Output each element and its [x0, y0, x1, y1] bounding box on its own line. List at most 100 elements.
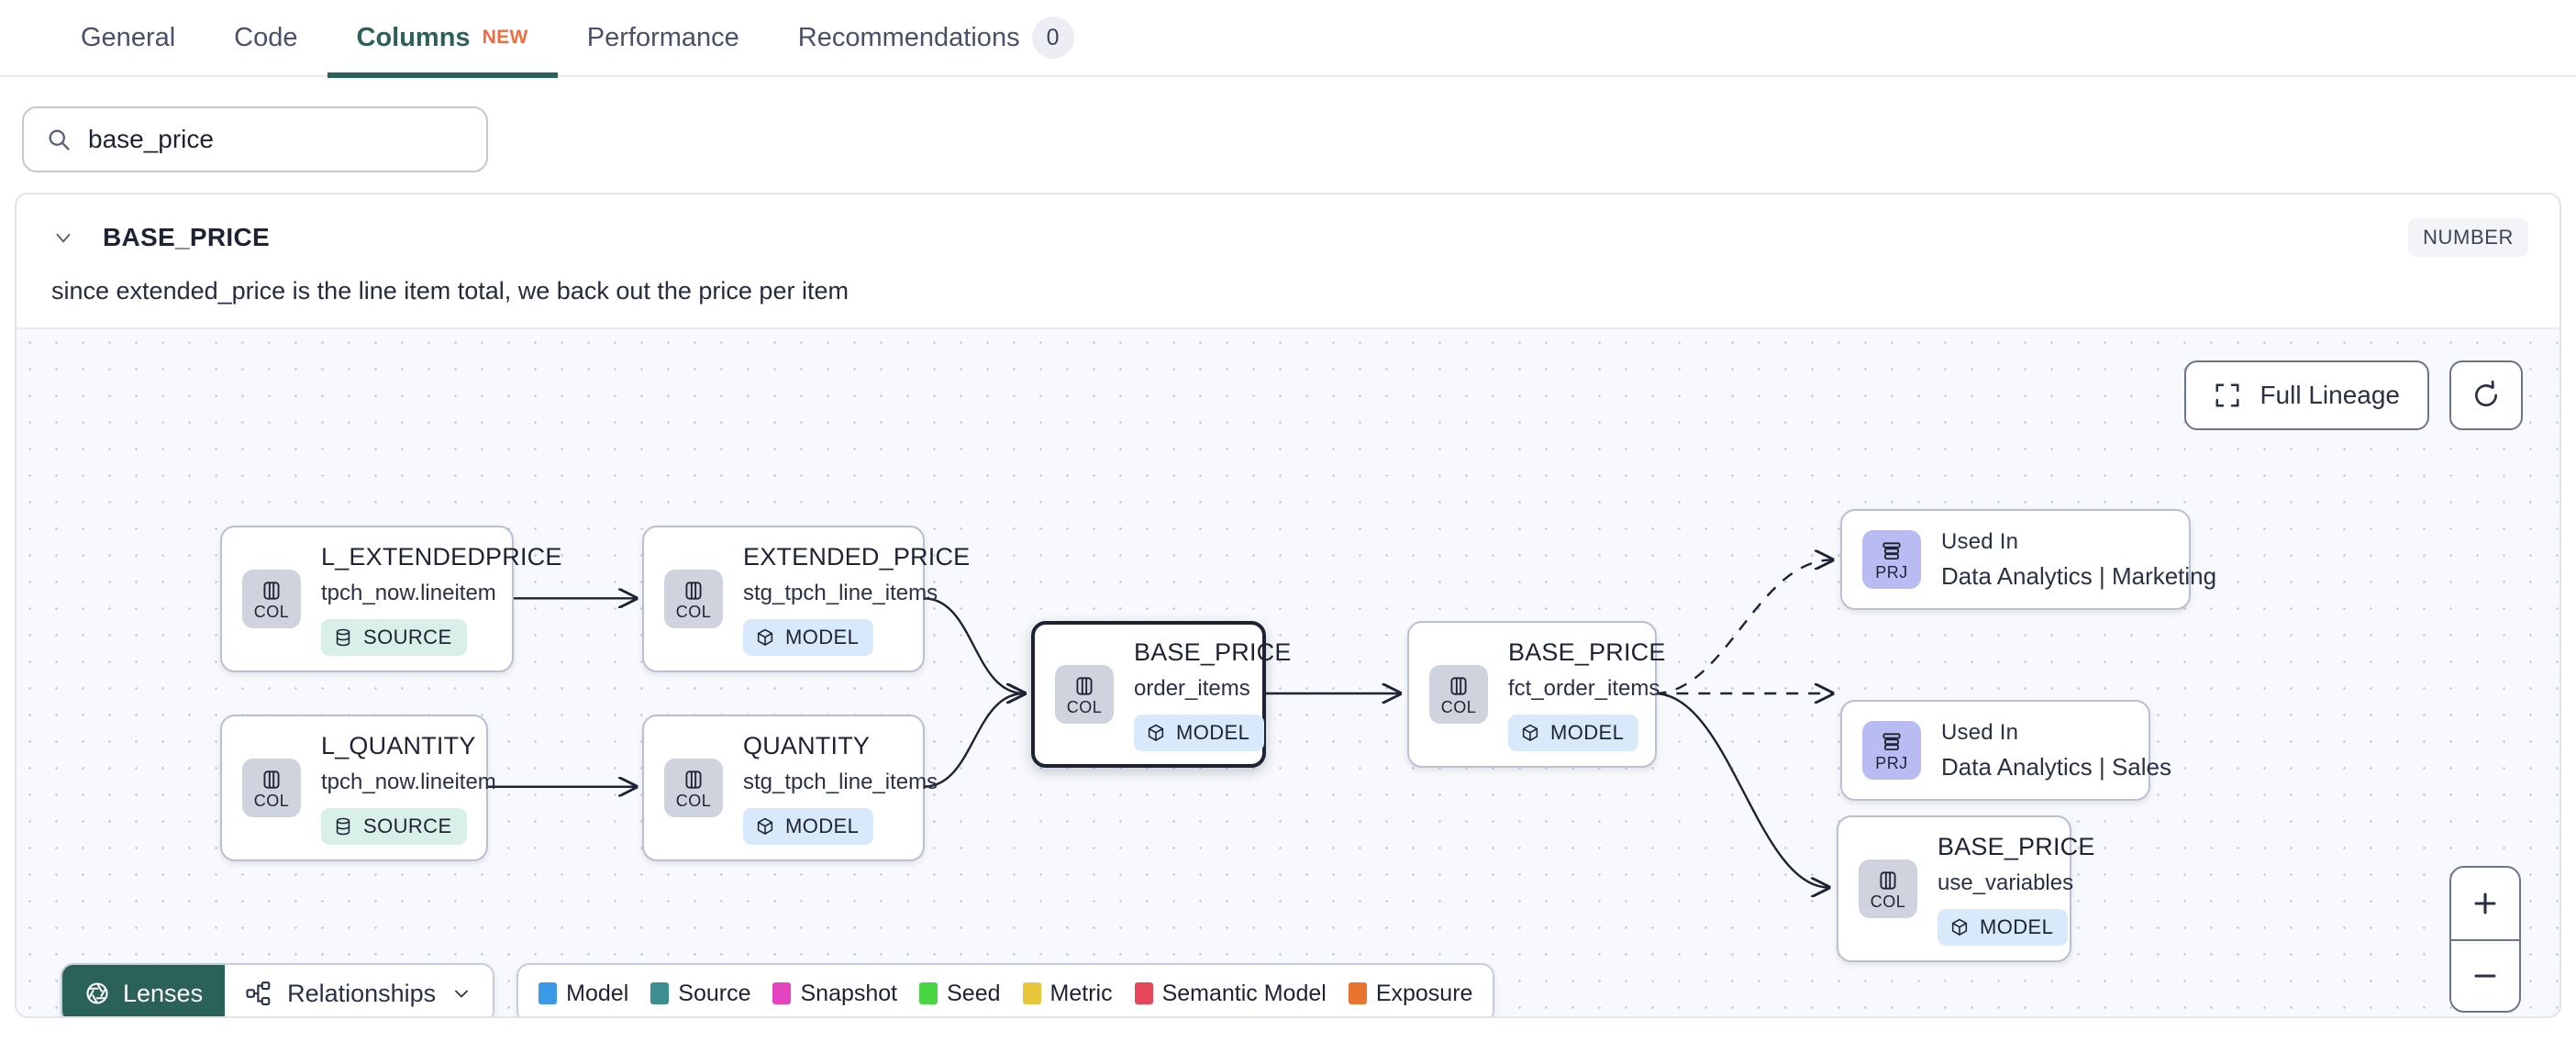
- relationships-dropdown[interactable]: Relationships: [225, 965, 494, 1016]
- legend-label: Snapshot: [800, 980, 898, 1006]
- column-panel: BASE_PRICE NUMBER since extended_price i…: [15, 193, 2561, 1018]
- lenses-label: Lenses: [123, 979, 204, 1007]
- legend-item-semantic-model[interactable]: Semantic Model: [1134, 981, 1327, 1007]
- node-chip-col: COL: [1429, 665, 1488, 724]
- node-type-tag: MODEL: [743, 807, 874, 845]
- legend-item-source[interactable]: Source: [650, 981, 750, 1007]
- canvas-top-controls: Full Lineage: [2184, 360, 2523, 430]
- cube-icon: [1148, 724, 1164, 741]
- lens-relationship-group: Lenses Relationships: [61, 963, 495, 1016]
- expand-icon: [2215, 383, 2239, 407]
- full-lineage-button[interactable]: Full Lineage: [2184, 360, 2429, 430]
- column-icon: [1450, 676, 1467, 695]
- column-icon: [263, 770, 280, 789]
- refresh-icon: [2475, 381, 2498, 406]
- tab-bar: General Code Columns NEW Performance Rec…: [0, 0, 2576, 78]
- node-type-tag: MODEL: [1134, 714, 1265, 751]
- legend-item-model[interactable]: Model: [539, 981, 628, 1007]
- node-type-tag: MODEL: [743, 618, 874, 656]
- node-subtitle: use_variables: [1938, 870, 2074, 895]
- node-type-tag-label: MODEL: [1980, 914, 2054, 938]
- node-subtitle: order_items: [1134, 675, 1250, 701]
- node-chip-label: COL: [253, 791, 290, 810]
- node-name: QUANTITY: [743, 731, 871, 759]
- legend-swatch: [650, 982, 670, 1004]
- node-type-tag-label: SOURCE: [363, 814, 452, 837]
- node-subtitle: tpch_now.lineitem: [321, 769, 496, 794]
- legend-swatch: [1022, 982, 1041, 1004]
- legend-label: Model: [566, 980, 629, 1006]
- chevron-down-icon[interactable]: [48, 226, 79, 249]
- column-icon: [263, 581, 280, 600]
- node-type-tag-label: MODEL: [785, 625, 860, 648]
- tab-recommendations[interactable]: Recommendations 0: [769, 0, 1104, 76]
- legend-swatch: [919, 982, 938, 1004]
- zoom-in-button[interactable]: [2451, 868, 2519, 939]
- column-icon: [685, 581, 702, 600]
- tab-label: Performance: [586, 22, 739, 52]
- node-chip-label: COL: [1440, 697, 1477, 716]
- database-icon: [336, 817, 350, 835]
- legend-item-metric[interactable]: Metric: [1022, 981, 1113, 1007]
- cube-icon: [757, 628, 773, 646]
- node-chip-label: COL: [1870, 892, 1906, 911]
- lenses-button[interactable]: Lenses: [62, 965, 226, 1016]
- tab-columns[interactable]: Columns NEW: [327, 0, 559, 78]
- legend-item-snapshot[interactable]: Snapshot: [772, 981, 897, 1007]
- tab-code[interactable]: Code: [205, 0, 327, 76]
- database-icon: [336, 628, 350, 646]
- node-chip-label: PRJ: [1875, 562, 1908, 582]
- search-input-value: base_price: [88, 125, 214, 153]
- node-chip-label: COL: [675, 791, 712, 810]
- legend-swatch: [1348, 982, 1367, 1004]
- node-type-tag-label: MODEL: [1176, 720, 1250, 744]
- node-type-tag: MODEL: [1938, 908, 2069, 946]
- search-input[interactable]: base_price: [22, 106, 488, 172]
- cube-icon: [757, 817, 773, 835]
- refresh-button[interactable]: [2449, 360, 2523, 430]
- node-chip-col: COL: [664, 759, 723, 817]
- column-icon: [1076, 676, 1093, 695]
- node-name: BASE_PRICE: [1938, 832, 2095, 860]
- node-type-tag-label: MODEL: [1550, 720, 1625, 744]
- node-chip-col: COL: [1055, 665, 1114, 724]
- legend-swatch: [539, 982, 558, 1004]
- legend-label: Exposure: [1375, 980, 1473, 1006]
- legend-item-seed[interactable]: Seed: [919, 981, 1001, 1007]
- node-type-tag: SOURCE: [321, 618, 467, 656]
- column-type-badge: NUMBER: [2408, 218, 2528, 257]
- zoom-out-button[interactable]: [2451, 939, 2519, 1011]
- cube-icon: [1522, 724, 1538, 741]
- edge-fct-prj-marketing: [1654, 560, 1832, 695]
- project-icon: [1882, 541, 1901, 560]
- column-description: since extended_price is the line item to…: [51, 277, 849, 305]
- legend-swatch: [1134, 982, 1153, 1004]
- plus-icon: [2474, 892, 2496, 914]
- node-subtitle: tpch_now.lineitem: [321, 580, 496, 605]
- node-chip-col: COL: [242, 570, 301, 628]
- canvas-bottom-toolbar: Lenses Relationships Model Source Snapshot…: [61, 963, 1495, 1016]
- node-name: BASE_PRICE: [1508, 637, 1666, 666]
- tab-performance[interactable]: Performance: [558, 0, 769, 76]
- node-chip-col: COL: [242, 759, 301, 817]
- legend-label: Source: [678, 980, 751, 1006]
- tab-general[interactable]: General: [51, 0, 205, 76]
- legend-item-exposure[interactable]: Exposure: [1348, 980, 1473, 1007]
- node-type-legend: Model Source Snapshot Seed Metric Semantic Mo…: [516, 963, 1495, 1016]
- node-name: EXTENDED_PRICE: [743, 542, 971, 571]
